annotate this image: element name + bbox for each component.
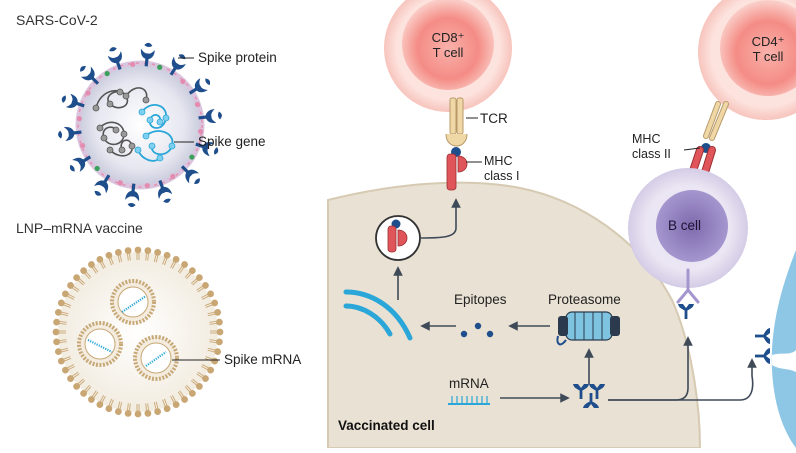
envelope-protein (117, 180, 123, 186)
lnp-vesicle-right (133, 335, 179, 381)
cd8-label-line1: CD8⁺ (431, 30, 465, 45)
cd8-t-cell-label: CD8⁺ T cell (418, 30, 478, 60)
envelope-protein (180, 78, 186, 85)
sars-cov-2-virus (57, 42, 223, 208)
tcr-label: TCR (480, 111, 508, 126)
mrna-strand (448, 396, 490, 405)
envelope-protein (104, 70, 110, 77)
cd4-label-line2: T cell (752, 49, 784, 64)
envelope-protein (157, 64, 163, 70)
b-cell (628, 168, 748, 304)
endoplasmic-reticulum (343, 289, 413, 341)
lnp-mrna-particle (52, 246, 224, 418)
lnp-mrna-vaccine-title: LNP–mRNA vaccine (16, 220, 143, 236)
cd4-t-cell-label: CD4⁺ T cell (740, 34, 796, 64)
sars-cov-2-title: SARS-CoV-2 (16, 12, 98, 28)
b-cell-label: B cell (668, 218, 702, 233)
lnp-vesicle-top (110, 279, 156, 325)
cd4-t-cell (698, 0, 796, 120)
mhc1-label-line2: class I (484, 169, 520, 183)
envelope-protein (194, 101, 201, 108)
neighbor-cell (771, 250, 796, 448)
spike-protein-label: Spike protein (198, 50, 277, 65)
pathway-arrows (393, 198, 757, 403)
tcr-receptor (445, 97, 478, 147)
envelope-protein (144, 182, 150, 189)
mhc2-label-line2: class II (632, 147, 671, 161)
spike-gene-label: Spike gene (198, 134, 266, 149)
mhc-class-i (446, 147, 482, 191)
envelope-protein (76, 116, 82, 122)
virus-leader-lines (174, 57, 194, 143)
vaccinated-cell (327, 181, 702, 449)
epitopes-label: Epitopes (454, 292, 507, 307)
envelope-protein (170, 173, 176, 180)
mhc-vesicle (375, 215, 421, 261)
mhc2-label-line1: MHC (632, 132, 661, 146)
envelope-protein (94, 165, 100, 172)
envelope-protein (79, 142, 86, 149)
lnp-vesicle-left (77, 321, 123, 367)
mhc1-label-line1: MHC (484, 154, 513, 168)
cd8-t-cell (384, 0, 512, 112)
spike-proteins (57, 42, 223, 208)
mrna-label: mRNA (449, 376, 489, 391)
envelope-protein (85, 90, 91, 96)
vaccinated-cell-label: Vaccinated cell (338, 418, 435, 433)
spike-mrna-label: Spike mRNA (224, 352, 302, 367)
envelope-protein (189, 154, 195, 160)
envelope-protein (198, 128, 204, 134)
envelope-protein (130, 61, 136, 68)
proteasome (556, 311, 620, 346)
cd8-label-line2: T cell (432, 45, 464, 60)
proteasome-label: Proteasome (548, 292, 621, 307)
epitopes (460, 322, 494, 338)
mhc-class-ii-label: MHC class II (632, 132, 671, 162)
cd4-label-line1: CD4⁺ (751, 34, 785, 49)
mhc-class-i-label: MHC class I (484, 154, 519, 184)
